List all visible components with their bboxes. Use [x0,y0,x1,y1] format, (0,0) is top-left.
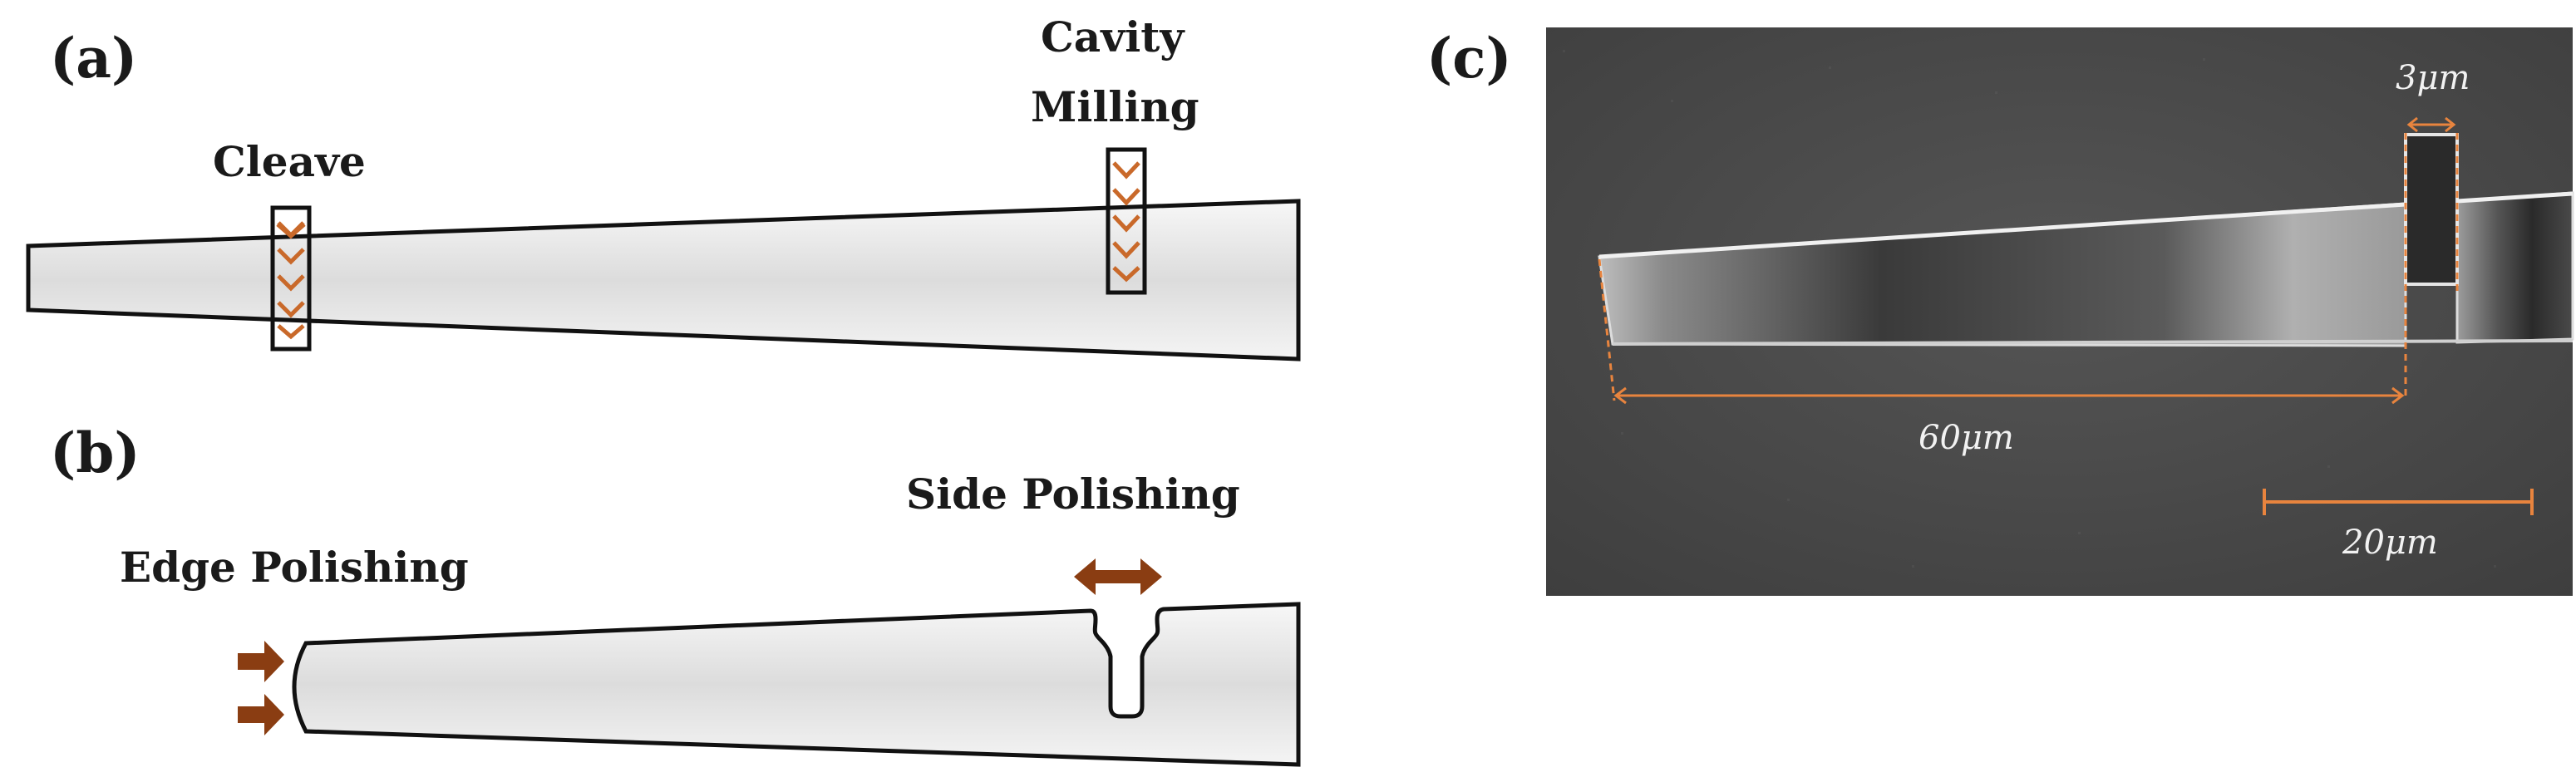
sem-cavity-slot [2404,133,2459,286]
scale-bar [2263,489,2534,515]
sem-top-edge [1598,202,2406,259]
sem-bottom-edge [1612,339,2574,346]
panel-a: (a) Cleave Cavity Milling [26,12,1301,361]
cavity-label-line1: Cavity [1041,12,1185,61]
length-label: 60μm [1918,419,2014,457]
cleave-box [270,205,312,352]
edge-polishing-arrows [238,641,284,735]
sem-fiber-right [2455,191,2574,344]
edge-polishing-label: Edge Polishing [120,543,469,592]
panel-c: (c) 3μm [1426,26,2574,596]
sem-top-edge-right [2456,191,2574,204]
cleave-label: Cleave [213,137,366,186]
side-polishing-label: Side Polishing [906,470,1240,519]
sem-noise [1563,50,2496,568]
tapered-fiber-b [292,602,1301,767]
panel-b: (b) Edge Polishing Side Polishing [50,420,1301,767]
cavity-label-line2: Milling [1031,82,1199,131]
panel-b-label: (b) [50,420,140,485]
cavity-chevrons [1112,161,1140,283]
panel-a-label: (a) [50,26,137,91]
gap-label: 3μm [2396,59,2470,97]
panel-c-label: (c) [1426,26,1512,91]
length-measure [1598,258,2407,405]
cavity-milling-box [1106,147,1147,295]
side-polishing-arrow-icon [1074,558,1162,595]
cleave-chevrons [277,221,305,340]
gap-measure [2404,116,2459,291]
scalebar-label: 20μm [2342,524,2438,562]
tapered-fiber-a [26,199,1301,361]
